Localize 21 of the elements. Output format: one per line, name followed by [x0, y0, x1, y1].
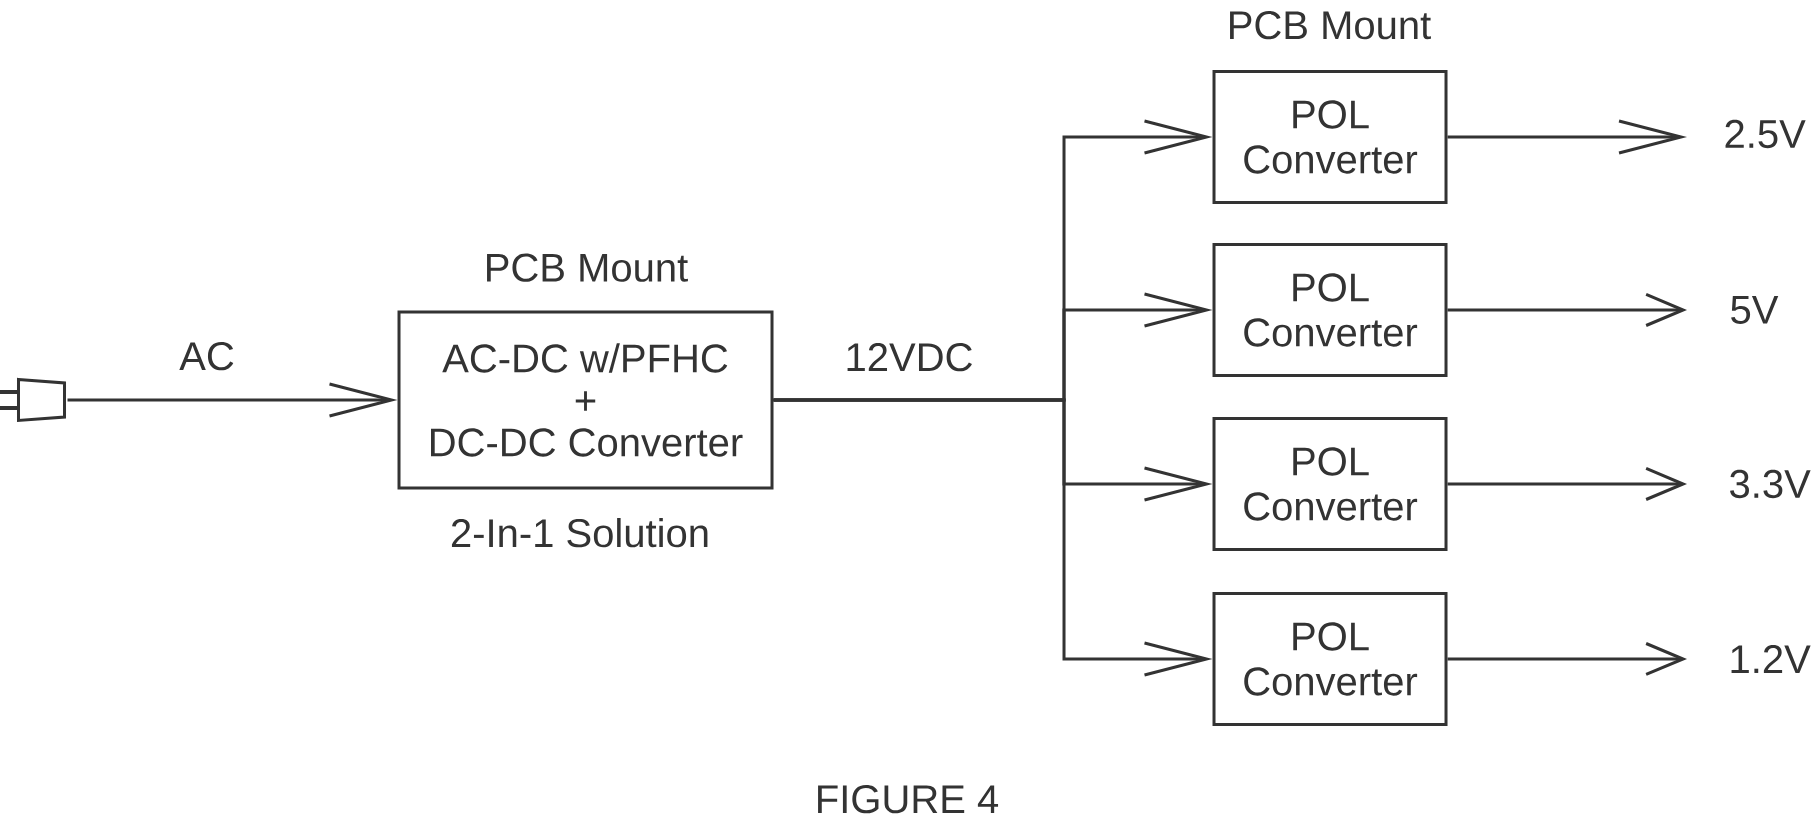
figure-caption: FIGURE 4 [818, 785, 999, 814]
heading: PCB Mount [1230, 11, 1431, 40]
voltage-label: 5V [1731, 296, 1779, 324]
arrow [1447, 642, 1688, 676]
process-box: POL Converter [1212, 243, 1448, 377]
edge-label: AC [176, 339, 238, 374]
heading: PCB Mount [487, 253, 688, 282]
arrow [67, 382, 398, 418]
arrow [773, 398, 1213, 677]
voltage-label: 2.5V [1725, 119, 1806, 149]
note-text: 2-In-1 Solution [451, 518, 708, 548]
arrow [1447, 293, 1688, 327]
arrow [1447, 467, 1688, 501]
process-box: POL Converter [1212, 70, 1448, 204]
process-box: POL Converter [1212, 417, 1448, 551]
arrow [1447, 119, 1688, 155]
process-box: POL Converter [1212, 592, 1448, 726]
voltage-label: 1.2V [1731, 645, 1811, 673]
voltage-label: 3.3V [1730, 469, 1811, 499]
edge-label: 12VDC [841, 340, 977, 375]
process-box: AC-DC w/PFHC + DC-DC Converter [397, 310, 774, 490]
